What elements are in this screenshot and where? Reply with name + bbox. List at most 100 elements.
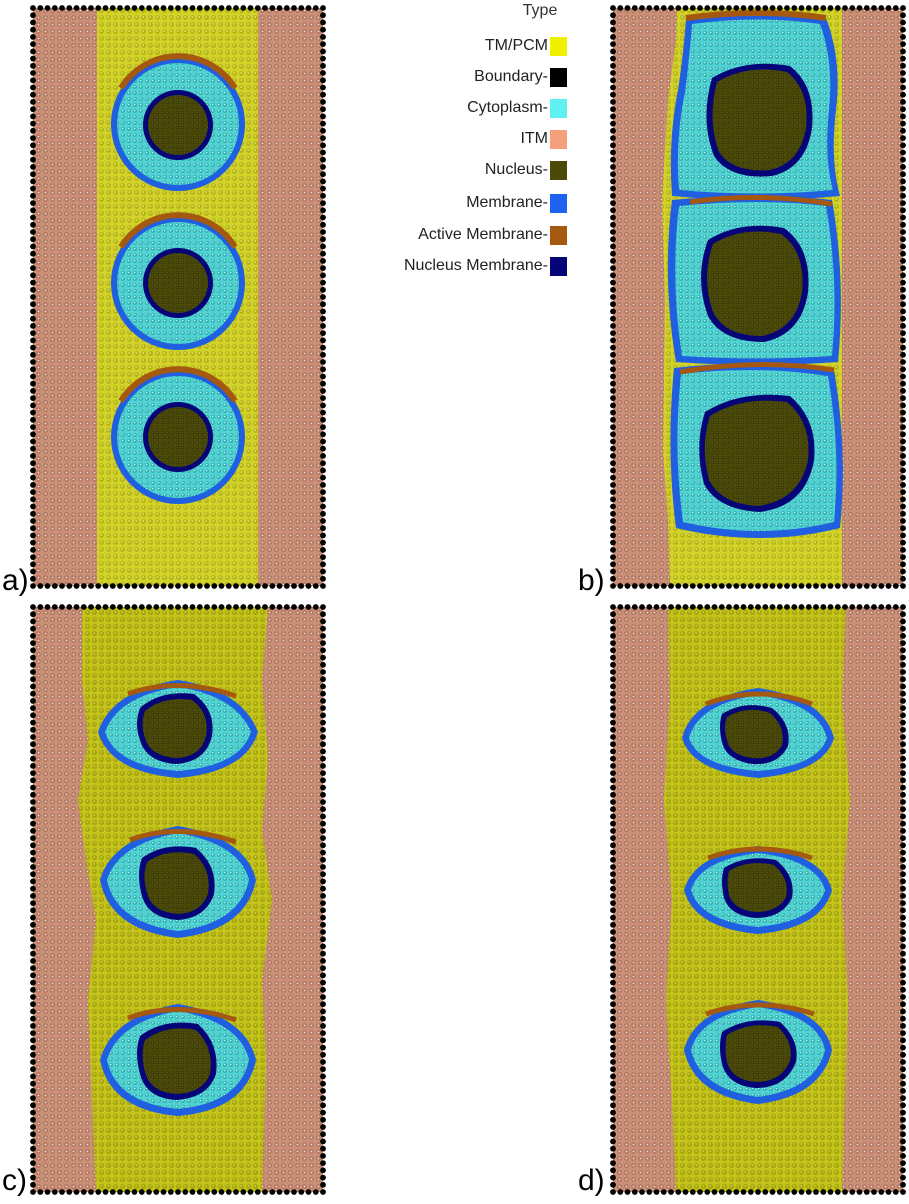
boundary-particle bbox=[320, 41, 326, 47]
boundary-particle bbox=[900, 99, 906, 105]
boundary-particle bbox=[30, 1073, 36, 1080]
boundary-particle bbox=[320, 921, 326, 928]
boundary-particle bbox=[900, 1181, 906, 1188]
boundary-particle bbox=[269, 1189, 276, 1195]
boundary-particle bbox=[320, 19, 326, 26]
boundary-particle bbox=[30, 921, 36, 928]
boundary-particle bbox=[320, 986, 326, 993]
boundary-particle bbox=[900, 929, 906, 935]
boundary-particle bbox=[320, 835, 326, 841]
boundary-particle bbox=[900, 1088, 906, 1094]
boundary-particle bbox=[30, 525, 36, 532]
active-membrane bbox=[129, 828, 237, 845]
boundary-particle bbox=[30, 250, 36, 257]
boundary-particle bbox=[900, 77, 906, 84]
boundary-particle bbox=[320, 395, 326, 401]
boundary-particle bbox=[320, 1030, 326, 1036]
boundary-particle bbox=[30, 893, 36, 899]
boundary-particle bbox=[320, 611, 326, 618]
boundary-particle bbox=[900, 12, 906, 19]
boundary-particle bbox=[610, 330, 616, 336]
boundary-particle bbox=[900, 200, 906, 207]
boundary-particle bbox=[610, 26, 616, 33]
boundary-particle bbox=[30, 842, 36, 849]
boundary-particle bbox=[320, 279, 326, 286]
boundary-particle bbox=[320, 1167, 326, 1174]
boundary-particle bbox=[610, 474, 616, 481]
boundary-particle bbox=[900, 1073, 906, 1080]
boundary-particle bbox=[610, 1073, 616, 1080]
boundary-particle bbox=[900, 1109, 906, 1116]
boundary-particle bbox=[320, 308, 326, 315]
boundary-particle bbox=[900, 1030, 906, 1036]
boundary-particle bbox=[124, 1189, 131, 1195]
boundary-particle bbox=[653, 1189, 660, 1195]
boundary-particle bbox=[610, 323, 616, 329]
boundary-particle bbox=[320, 142, 326, 149]
boundary-particle bbox=[225, 5, 232, 11]
boundary-particle bbox=[610, 214, 616, 221]
boundary-particle bbox=[900, 91, 906, 98]
boundary-particle bbox=[30, 1030, 36, 1036]
boundary-particle bbox=[610, 431, 616, 438]
boundary-particle bbox=[30, 113, 36, 120]
boundary-particle bbox=[182, 583, 189, 589]
boundary-particle bbox=[320, 618, 326, 625]
boundary-particle bbox=[320, 583, 326, 589]
boundary-particle bbox=[813, 583, 819, 589]
boundary-particle bbox=[320, 661, 326, 668]
boundary-particle bbox=[30, 719, 36, 726]
boundary-particle bbox=[30, 1059, 36, 1065]
boundary-particle bbox=[30, 1088, 36, 1094]
boundary-particle bbox=[610, 12, 616, 19]
boundary-particle bbox=[900, 344, 906, 351]
cell-1 bbox=[111, 53, 245, 191]
boundary-particle bbox=[610, 625, 616, 632]
boundary-particle bbox=[610, 510, 616, 517]
boundary-particle bbox=[30, 813, 36, 820]
boundary-particle bbox=[37, 583, 44, 589]
boundary-particle bbox=[784, 604, 790, 610]
boundary-particle bbox=[320, 344, 326, 351]
boundary-particle bbox=[900, 994, 906, 1000]
boundary-particle bbox=[610, 1066, 616, 1073]
boundary-particle bbox=[320, 842, 326, 849]
boundary-particle bbox=[320, 359, 326, 365]
boundary-particle bbox=[218, 604, 225, 610]
boundary-particle bbox=[320, 229, 326, 235]
boundary-particle bbox=[610, 950, 616, 957]
boundary-particle bbox=[320, 856, 326, 863]
boundary-particle bbox=[610, 200, 616, 207]
boundary-particle bbox=[863, 604, 870, 610]
active-membrane bbox=[705, 1002, 815, 1017]
boundary-particle bbox=[639, 5, 645, 11]
boundary-particle bbox=[900, 192, 906, 199]
boundary-particle bbox=[610, 41, 616, 47]
boundary-particle bbox=[820, 604, 827, 610]
nucleus bbox=[712, 69, 807, 171]
boundary-particle bbox=[610, 84, 616, 91]
boundary-particle bbox=[610, 120, 616, 127]
boundary-particle bbox=[610, 547, 616, 553]
boundary-particle bbox=[610, 503, 616, 510]
boundary-particle bbox=[791, 604, 798, 610]
boundary-particle bbox=[726, 5, 732, 11]
boundary-particle bbox=[30, 171, 36, 178]
boundary-particle bbox=[755, 5, 761, 11]
boundary-particle bbox=[900, 474, 906, 481]
boundary-particle bbox=[254, 1189, 261, 1195]
boundary-frame-d bbox=[610, 604, 906, 1195]
boundary-particle bbox=[30, 748, 36, 755]
boundary-particle bbox=[44, 583, 51, 589]
boundary-particle bbox=[73, 1189, 80, 1195]
boundary-particle bbox=[871, 583, 877, 589]
boundary-particle bbox=[320, 1044, 326, 1051]
boundary-particle bbox=[668, 604, 674, 610]
active-membrane bbox=[707, 846, 813, 861]
boundary-particle bbox=[798, 1189, 805, 1195]
boundary-particle bbox=[900, 431, 906, 438]
boundary-particle bbox=[900, 149, 906, 156]
boundary-particle bbox=[769, 604, 776, 610]
cell-2 bbox=[667, 194, 841, 365]
boundary-particle bbox=[871, 5, 877, 11]
